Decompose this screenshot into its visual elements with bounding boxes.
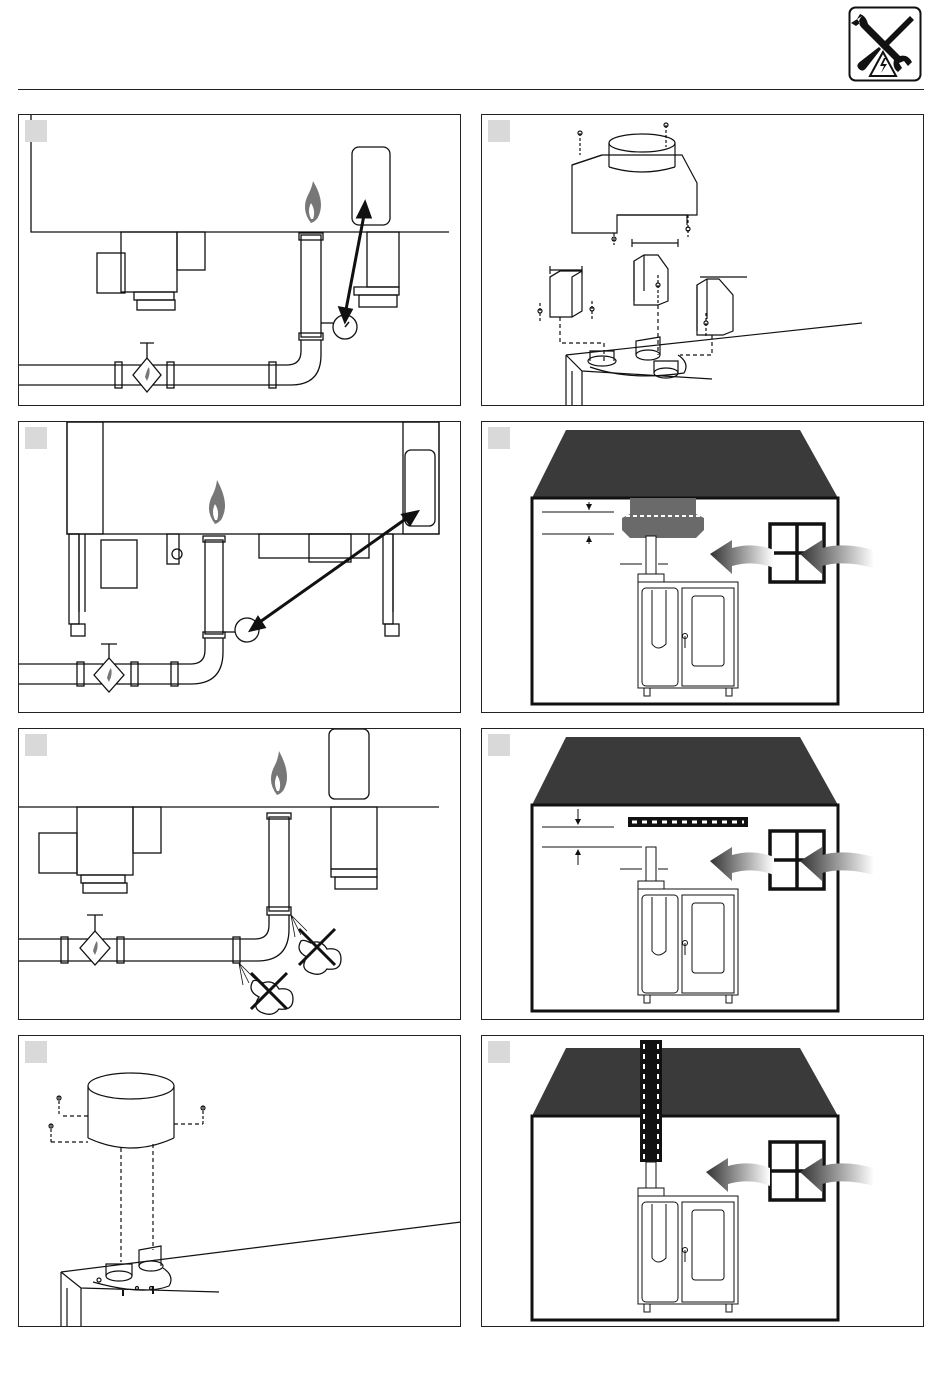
step-badge xyxy=(488,427,510,449)
panel-flue-cap xyxy=(18,1035,461,1327)
step-badge xyxy=(25,734,47,756)
panel-gas-connection-gauge xyxy=(18,114,461,406)
panel-room-hood xyxy=(481,421,924,713)
gas-leak-check-illustration xyxy=(19,729,461,1020)
step-badge xyxy=(488,734,510,756)
panel-gas-connection-floor xyxy=(18,421,461,713)
header-rule xyxy=(18,89,924,90)
room-hood-illustration xyxy=(482,422,924,713)
room-vent-grid-illustration xyxy=(482,729,924,1020)
gas-connection-gauge-illustration xyxy=(19,115,461,406)
wrench-screwdriver-electric-hazard-icon xyxy=(848,6,922,82)
step-badge xyxy=(488,1041,510,1063)
gas-connection-floor-illustration xyxy=(19,422,461,713)
step-badge xyxy=(25,120,47,142)
flue-cap-illustration xyxy=(19,1036,461,1327)
step-badge xyxy=(25,427,47,449)
exhaust-adapter-illustration xyxy=(482,115,924,406)
panel-gas-leak-check xyxy=(18,728,461,1020)
panel-room-vent-grid xyxy=(481,728,924,1020)
step-badge xyxy=(488,120,510,142)
panel-room-chimney-flue xyxy=(481,1035,924,1327)
step-badge xyxy=(25,1041,47,1063)
room-chimney-flue-illustration xyxy=(482,1036,924,1327)
panel-exhaust-adapter-assembly xyxy=(481,114,924,406)
